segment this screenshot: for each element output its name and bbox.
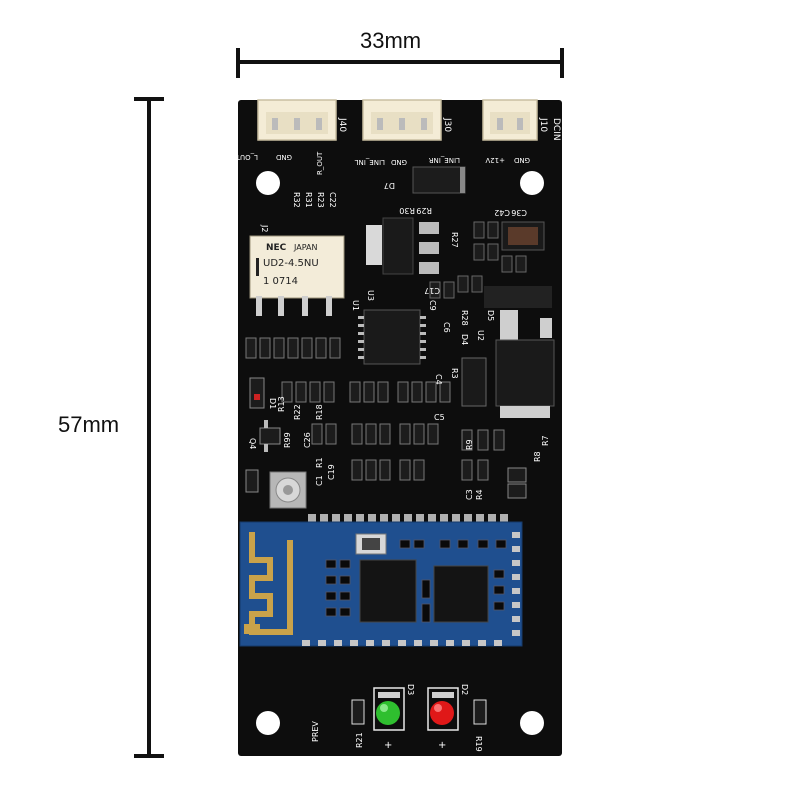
bluetooth-module bbox=[239, 521, 523, 647]
silk-d4: D4 bbox=[460, 334, 469, 345]
silk-r19: R19 bbox=[474, 736, 483, 752]
regulator-u3 bbox=[366, 217, 439, 275]
silk-r31: R31 bbox=[304, 192, 313, 208]
silk-r9: R9 bbox=[465, 439, 474, 450]
connector-j40 bbox=[257, 99, 337, 141]
silk-plus-left: + bbox=[384, 740, 392, 751]
relay-code: 1 0714 bbox=[263, 276, 298, 287]
led-d2 bbox=[427, 687, 459, 731]
mounting-holes bbox=[256, 171, 544, 735]
silk-pin-line-inl: LINE_INL bbox=[355, 158, 385, 166]
diode-d1 bbox=[249, 377, 265, 409]
silk-r4: R4 bbox=[475, 489, 484, 500]
silk-r13: R13 bbox=[277, 396, 286, 412]
power-transistor bbox=[495, 310, 555, 418]
silk-u1: U1 bbox=[351, 300, 360, 311]
silk-r27: R27 bbox=[450, 232, 459, 248]
silk-c17: C17 bbox=[424, 286, 440, 295]
relay-model: UD2-4.5NU bbox=[263, 258, 319, 269]
silk-d7: D7 bbox=[384, 181, 395, 190]
width-dimension-label: 33mm bbox=[360, 28, 422, 53]
silk-c26: C26 bbox=[303, 432, 312, 448]
silk-d1: D1 bbox=[268, 398, 277, 409]
silk-u2: U2 bbox=[476, 330, 485, 341]
silk-j2: J2 bbox=[260, 224, 269, 232]
silk-d3: D3 bbox=[406, 684, 415, 695]
silk-c42: C42 bbox=[494, 208, 510, 217]
silk-c22: C22 bbox=[328, 192, 337, 208]
resistor-grid-left bbox=[245, 337, 505, 481]
capacitor-small bbox=[245, 469, 259, 493]
silk-pin-gnd-j30: GND bbox=[391, 158, 407, 166]
silk-r8: R8 bbox=[533, 451, 542, 462]
connector-j10 bbox=[482, 99, 538, 141]
width-dimension-arrow bbox=[236, 48, 564, 78]
height-dimension-label: 57mm bbox=[58, 412, 120, 437]
silk-dcin: DCIN bbox=[551, 118, 561, 141]
silk-u3: U3 bbox=[366, 290, 375, 301]
silk-r99: R99 bbox=[283, 432, 292, 448]
silk-pin-line-inr: LINE_INR bbox=[429, 156, 460, 164]
relay-brand: NEC bbox=[266, 243, 287, 253]
silk-j10: J10 bbox=[538, 117, 548, 132]
connector-j30 bbox=[362, 99, 442, 141]
silk-pin-r-out: R_OUT bbox=[316, 151, 324, 175]
silk-r22: R22 bbox=[293, 404, 302, 420]
silk-c4: C4 bbox=[434, 374, 443, 385]
silk-d5: D5 bbox=[486, 310, 495, 321]
silk-c5: C5 bbox=[434, 413, 445, 422]
silk-j30: J30 bbox=[442, 117, 452, 132]
silk-r28: R28 bbox=[460, 310, 469, 326]
capacitor-c42 bbox=[501, 221, 545, 251]
small-transistors bbox=[507, 467, 527, 499]
ufl-connector bbox=[269, 471, 307, 509]
resistor-r19 bbox=[473, 699, 487, 725]
silk-prev: PREV bbox=[311, 721, 320, 742]
silk-r23: R23 bbox=[316, 192, 325, 208]
relay-origin: JAPAN bbox=[293, 243, 317, 252]
resistor-array-top bbox=[429, 221, 527, 299]
black-component-top bbox=[484, 286, 552, 308]
led-d2-lens bbox=[430, 701, 454, 725]
chip-u1 bbox=[358, 309, 426, 365]
silk-c19: C19 bbox=[327, 464, 336, 480]
inductor bbox=[461, 357, 487, 407]
silk-d2: D2 bbox=[460, 684, 469, 695]
silk-c6: C6 bbox=[442, 322, 451, 333]
silk-r1: R1 bbox=[315, 457, 324, 468]
silk-r7: R7 bbox=[541, 435, 550, 446]
silk-r30: R30 bbox=[399, 206, 415, 215]
silk-r21: R21 bbox=[355, 732, 364, 748]
resistor-r21 bbox=[351, 699, 365, 725]
mounting-hole bbox=[256, 711, 280, 735]
silk-pin-gnd-j10: GND bbox=[514, 156, 530, 164]
silk-pin-12v: +12V bbox=[485, 156, 505, 164]
silk-r29: R29 bbox=[416, 206, 432, 215]
transistor-q4 bbox=[259, 420, 281, 452]
silk-q4: Q4 bbox=[248, 438, 257, 449]
silk-pin-l-out: L_OUT bbox=[235, 153, 258, 161]
silk-c36: C36 bbox=[511, 208, 527, 217]
silk-pin-gnd: GND bbox=[276, 153, 292, 161]
mounting-hole bbox=[520, 171, 544, 195]
led-d3-lens bbox=[376, 701, 400, 725]
silk-c1: C1 bbox=[315, 475, 324, 486]
mounting-hole bbox=[520, 711, 544, 735]
mounting-hole bbox=[256, 171, 280, 195]
silk-plus-right: + bbox=[438, 740, 446, 751]
height-dimension-arrow bbox=[134, 97, 164, 758]
silk-r18: R18 bbox=[315, 404, 324, 420]
relay: NEC JAPAN UD2-4.5NU 1 0714 bbox=[249, 235, 345, 316]
silk-c9: C9 bbox=[428, 300, 437, 311]
silk-r32: R32 bbox=[292, 192, 301, 208]
silk-j40: J40 bbox=[337, 117, 347, 132]
silk-c3: C3 bbox=[465, 489, 474, 500]
silk-r3: R3 bbox=[450, 368, 459, 379]
diode-d7 bbox=[412, 166, 466, 194]
module-pads-top bbox=[308, 514, 508, 522]
led-d3 bbox=[373, 687, 405, 731]
